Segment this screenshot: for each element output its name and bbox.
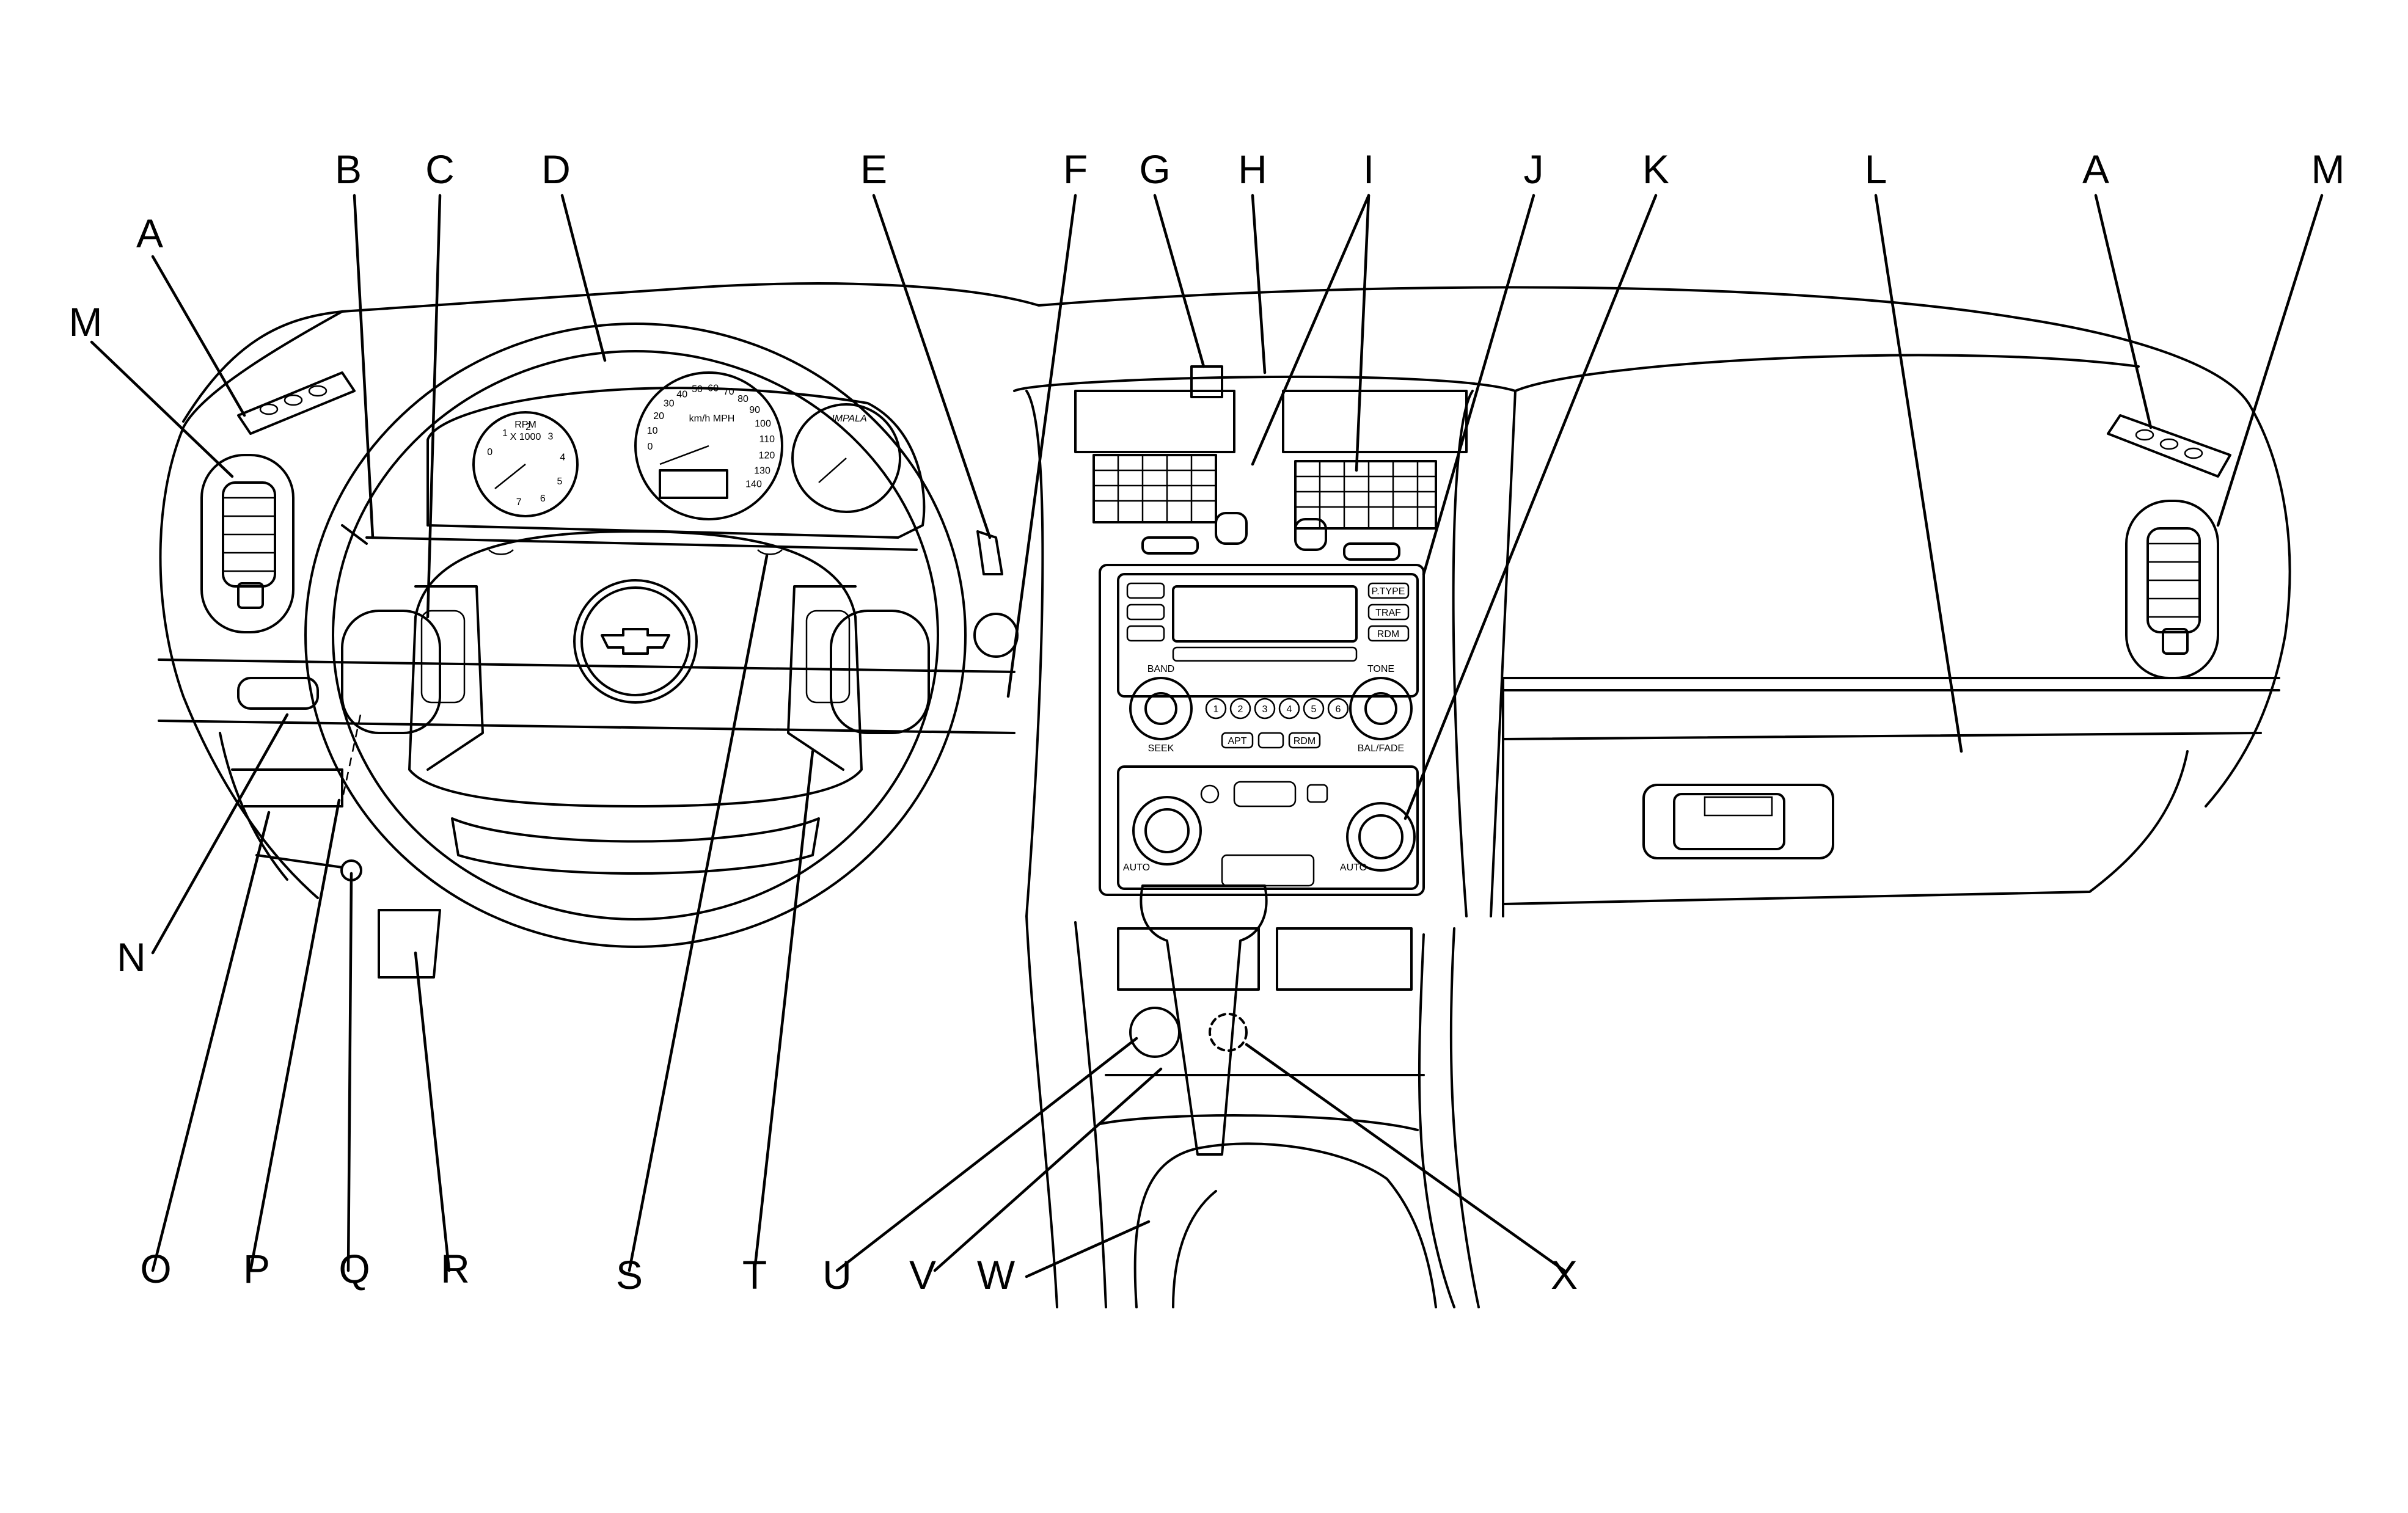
tach-tick-label: 1 [502,428,508,439]
radio-preset-button [1278,698,1300,720]
label-t: T [742,1252,767,1297]
label-p: P [243,1246,270,1291]
climate-auto-right-label: AUTO [1340,862,1367,873]
tach-tick-label: 4 [560,453,565,463]
radio-seek-label: SEEK [1148,743,1174,754]
radio-traf-label: TRAF [1375,608,1401,618]
tach-tick-label: 0 [487,447,492,458]
left-side-vent [200,454,295,633]
radio-preset-button [1327,698,1349,720]
radio-preset-button [1254,698,1276,720]
driver-seat [1133,1142,1437,1308]
center-console [1025,915,1480,1308]
speed-tick-label: 100 [755,419,771,429]
radio-preset-label: 6 [1336,704,1341,715]
tach-tick-label: 6 [540,494,546,504]
speed-tick-label: 50 [692,384,703,395]
tach-rpm-label: RPM [514,420,536,430]
tach-tick-label: 2 [525,422,531,432]
cluster-brand-label: IMPALA [832,414,867,424]
label-x: X [1551,1252,1578,1297]
radio: P.TYPE TRAF RDM BAND SEEK TONE BAL/FADE … [1117,573,1419,754]
gear-shifter [1129,884,1268,1156]
label-b: B [335,147,362,192]
speed-tick-label: 40 [676,390,687,400]
label-g: G [1139,147,1170,192]
dashboard-body [158,282,2291,917]
label-a-right: A [2082,147,2109,192]
label-f: F [1063,147,1088,192]
center-stack [1025,390,1474,917]
label-i: I [1363,147,1374,192]
label-a-left: A [136,211,163,256]
speed-tick-label: 20 [653,411,664,421]
speed-tick-label: 60 [708,383,719,393]
climate-control: AUTO AUTO [1117,765,1419,890]
radio-tone-label: TONE [1367,664,1394,674]
speed-tick-label: 80 [737,394,748,404]
left-defrost-vent [237,371,356,435]
label-m-right: M [2311,147,2345,192]
radio-preset-label: 2 [1238,704,1243,715]
right-defrost-vent [2107,414,2231,478]
center-vents [1074,365,1468,561]
radio-balfade-label: BAL/FADE [1358,743,1404,754]
label-q: Q [339,1246,370,1291]
tach-tick-label: 3 [548,432,554,442]
speed-tick-label: 130 [754,466,770,476]
label-w: W [977,1252,1016,1297]
label-k: K [1642,147,1669,192]
label-r: R [441,1246,470,1291]
radio-rdm-label: RDM [1377,629,1399,640]
radio-band-label: BAND [1147,664,1174,674]
steering-column-controls [237,530,1019,979]
radio-preset-label: 1 [1213,704,1219,715]
radio-preset-button [1205,698,1227,720]
speed-tick-label: 140 [745,479,762,490]
label-u: U [822,1252,852,1297]
speed-tick-label: 110 [759,434,775,445]
label-m-left: M [69,299,103,345]
speed-tick-label: 30 [664,399,675,409]
radio-preset-label: 3 [1262,704,1268,715]
speed-tick-label: 120 [759,450,775,461]
radio-preset-button [1303,698,1325,720]
label-j: J [1524,147,1544,192]
radio-apt-label: APT [1228,736,1246,746]
speed-tick-label: 0 [648,442,653,452]
tach-tick-label: 5 [557,476,562,487]
tach-scale-label: X 1000 [510,432,541,442]
speed-unit-label: km/h MPH [689,414,735,424]
radio-preset-label: 5 [1311,704,1317,715]
climate-auto-left-label: AUTO [1123,862,1150,873]
radio-presets: 1 2 3 4 5 6 [1205,698,1349,720]
callout-labels: A B C D E F G H I J K L A M M N O P Q R … [69,147,2345,1297]
tach-tick-labels: 01 2 3 4 5 6 7 [487,422,565,508]
label-h: H [1238,147,1267,192]
speed-tick-label: 90 [749,405,760,415]
radio-rdm-bottom-label: RDM [1294,736,1316,746]
speed-tick-label: 10 [647,426,658,436]
radio-preset-button [1229,698,1251,720]
label-n: N [117,935,146,980]
right-side-vent [2125,500,2219,679]
tach-tick-label: 7 [516,497,522,508]
radio-preset-label: 4 [1287,704,1292,715]
label-e: E [860,147,887,192]
steering-wheel [304,323,967,948]
label-s: S [616,1252,643,1297]
radio-ptype-label: P.TYPE [1372,586,1405,597]
speed-tick-label: 70 [723,387,734,397]
label-l: L [1865,147,1887,192]
label-c: C [425,147,455,192]
label-d: D [541,147,571,192]
label-o: O [140,1246,171,1291]
leader-lines [90,194,2324,1278]
label-v: V [909,1252,936,1297]
